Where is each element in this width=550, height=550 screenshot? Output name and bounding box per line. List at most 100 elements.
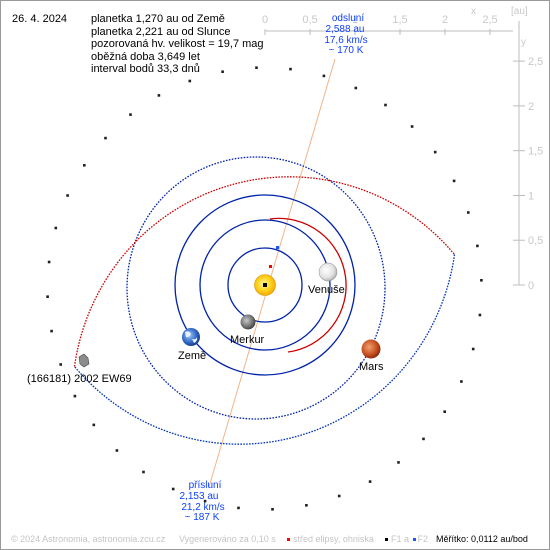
sun-icon — [254, 274, 276, 296]
y-axis-label: y — [521, 37, 526, 48]
perihelion-speed: 21,2 km/s — [181, 502, 224, 513]
footer-focus-legend: F1 a F2 — [385, 534, 428, 544]
orbit-interval-point — [289, 67, 292, 71]
orbit-interval-point — [46, 295, 49, 298]
info-line-5: interval bodů 33,3 dnů — [91, 63, 200, 75]
center-legend-text: střed elipsy, ohniska — [293, 534, 374, 544]
orbit-interval-point — [73, 394, 77, 398]
orbit-interval-point — [50, 329, 53, 333]
orbit-interval-point — [188, 79, 192, 83]
asteroid-orbit-south — [74, 254, 456, 445]
orbit-interval-points — [46, 66, 483, 511]
footer-generated: Vygenerováno za 0,10 s — [179, 534, 276, 544]
x-tick-label: 0 — [262, 14, 268, 26]
f2-legend-text: F2 — [417, 534, 429, 544]
orbit-interval-point — [221, 70, 224, 73]
orbit-interval-point — [397, 461, 400, 464]
orbit-interval-point — [66, 194, 69, 197]
x-tick-label: 0,5 — [302, 14, 317, 26]
orbit-interval-point — [422, 437, 425, 441]
apsis-line — [208, 58, 336, 488]
earth-orbit — [174, 194, 356, 376]
asteroid-orbit — [73, 176, 456, 445]
orbit-interval-point — [467, 211, 470, 214]
aphelion-speed: 17,6 km/s — [324, 35, 367, 46]
orbit-interval-point — [443, 410, 446, 413]
orbit-interval-point — [305, 504, 308, 507]
orbit-interval-point — [410, 125, 414, 128]
asteroid-label: (166181) 2002 EW69 — [27, 373, 132, 385]
orbit-interval-point — [384, 103, 387, 107]
date-readout: 26. 4. 2024 — [12, 13, 68, 25]
venus-orbit — [199, 219, 331, 351]
orbit-interval-point — [59, 363, 62, 366]
mars-inner-arc — [269, 217, 347, 353]
orbit-interval-point — [104, 136, 107, 140]
perihelion-distance: 2,153 au — [180, 491, 219, 502]
footer-copyright: © 2024 Astronomia, astronomia.zcu.cz — [11, 534, 166, 544]
planet-orbits — [126, 156, 386, 420]
orbit-interval-point — [354, 86, 358, 90]
asteroid-orbit-north — [73, 176, 455, 367]
orbit-interval-point — [271, 508, 274, 511]
orbit-interval-point — [368, 480, 372, 483]
mercury-icon — [240, 314, 256, 330]
orbit-interval-point — [129, 113, 132, 116]
aphelion-temp: ~ 170 K — [329, 45, 364, 56]
orbit-interval-point — [157, 94, 161, 97]
orbit-interval-point — [255, 66, 258, 69]
info-line-4: oběžná doba 3,649 let — [91, 50, 200, 63]
ellipse-center — [269, 265, 272, 268]
perihelion-info: přísluní 2,153 au 21,2 km/s ~ 187 K — [180, 480, 225, 523]
x-tick-label: 1 — [352, 14, 358, 26]
orbit-interval-point — [480, 279, 483, 282]
orbit-interval-point — [171, 487, 175, 491]
x-axis-label: x — [471, 6, 476, 17]
mercury-label: Merkur — [230, 334, 265, 346]
perihelion-title: přísluní — [189, 480, 222, 491]
info-line-1: planetka 1,270 au od Země — [91, 13, 225, 25]
orbit-interval-point — [92, 423, 96, 427]
aphelion-info: odsluní 2,588 au 17,6 km/s ~ 170 K — [324, 13, 367, 56]
orbit-interval-point — [478, 313, 482, 317]
mercury-orbit — [227, 247, 303, 323]
orbit-interval-point — [115, 449, 119, 452]
venus-icon — [318, 262, 338, 282]
mars-icon — [361, 339, 381, 359]
info-line-3: pozorovaná hv. velikost = 19,7 mag — [91, 38, 264, 50]
y-tick-label: 0,5 — [528, 235, 543, 247]
orbit-interval-point — [142, 470, 145, 474]
f1-f2-separator: a — [404, 534, 410, 544]
footer-center-legend: střed elipsy, ohniska — [287, 534, 374, 544]
info-line-2: planetka 2,221 au od Slunce — [91, 25, 231, 38]
orbit-interval-point — [460, 380, 463, 383]
orbit-interval-point — [433, 150, 437, 154]
orbit-interval-point — [47, 260, 51, 264]
y-tick-label: 0 — [528, 280, 534, 292]
orbit-interval-point — [322, 74, 326, 78]
orbit-interval-point — [83, 164, 86, 167]
y-tick-label: 2,5 — [528, 56, 543, 68]
x-tick-label: 1,5 — [392, 14, 407, 26]
axis-unit: [au] — [511, 6, 528, 17]
aphelion-distance: 2,588 au — [326, 24, 365, 35]
f1-legend-text: F1 — [391, 534, 402, 544]
mars-label: Mars — [359, 361, 384, 373]
orbit-interval-point — [54, 226, 58, 230]
earth-icon — [182, 328, 200, 346]
x-tick-label: 2 — [442, 14, 448, 26]
mars-orbit — [126, 156, 386, 420]
footer-scale: Měřítko: 0,0112 au/bod — [436, 534, 528, 544]
earth-label: Země — [178, 350, 206, 362]
x-tick-label: 2,5 — [482, 14, 497, 26]
focus-f2 — [276, 246, 279, 249]
orbit-interval-point — [337, 494, 341, 498]
aphelion-title: odsluní — [332, 13, 364, 24]
orbit-interval-point — [471, 347, 475, 351]
asteroid-icon — [78, 353, 90, 368]
orbit-interval-point — [203, 499, 207, 503]
y-tick-label: 2 — [528, 101, 534, 113]
